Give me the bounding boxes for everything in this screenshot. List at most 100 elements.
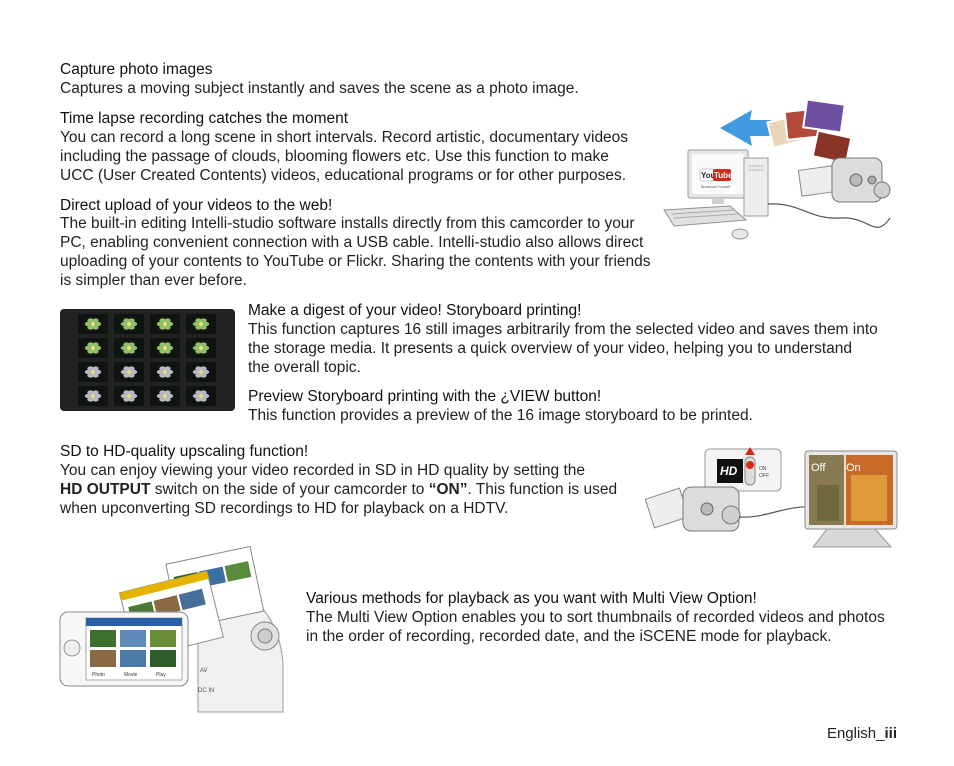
flower-petal [195,349,202,354]
flower-center [126,321,132,327]
heading-capture-photo: Capture photo images [60,61,213,78]
flower-center [90,369,96,375]
photo-thumbnails-icon [766,100,853,165]
flower-petal [128,342,135,347]
hd-line-2-mid: switch on the side of your camcorder to [150,481,429,498]
flower-petal [164,342,171,347]
flower-petal [200,325,207,330]
flower-center [126,393,132,399]
youtube-logo-you: You [701,171,716,180]
tab-movie: Movie [124,672,138,678]
flower-petal [92,373,99,378]
flower-center [162,369,168,375]
youtube-tagline: Broadcast Yourself [701,185,730,189]
flower-petal [164,366,171,371]
flower-petal [164,397,171,402]
tab-photo: Photo [92,672,105,678]
flower-petal [200,390,207,395]
flower-center [90,321,96,327]
multi-view-thumbnail [90,650,116,667]
text-hd-line-3: when upconverting SD recordings to HD fo… [60,500,509,517]
flower-petal [92,397,99,402]
flower-center [198,345,204,351]
flower-petal [200,318,207,323]
flower-petal [92,342,99,347]
flower-petal [87,325,94,330]
flower-petal [94,321,102,327]
flower-petal [192,321,200,327]
flower-petal [87,342,94,347]
hd-output-label: HD OUTPUT [60,481,151,498]
text-upload-line-3: uploading of your contents to YouTube or… [60,253,651,270]
flower-petal [123,342,130,347]
hd-logo-text: HD [720,464,738,478]
text-multi-view-line-1: The Multi View Option enables you to sor… [306,609,885,626]
flower-petal [130,345,138,351]
heading-preview-storyboard: Preview Storyboard printing with the ¿VI… [248,388,602,405]
flower-center [198,393,204,399]
text-storyboard-line-3: the overall topic. [248,359,361,376]
switch-off-label: OFF [759,473,769,479]
flower-petal [195,373,202,378]
flower-petal [123,366,130,371]
hd-output-illustration: HD ON OFF Off On [645,447,898,548]
flower-petal [92,318,99,323]
flower-center [126,369,132,375]
flower-petal [195,366,202,371]
flower-petal [159,397,166,402]
flower-petal [195,390,202,395]
multi-view-thumbnail [90,630,116,647]
flower-petal [87,373,94,378]
flower-center [90,393,96,399]
flower-petal [123,349,130,354]
flower-petal [130,369,138,375]
upload-arrow-icon [720,110,772,146]
hd-on-label: “ON” [428,481,468,498]
av-port-label: AV [200,668,208,674]
flower-petal [87,397,94,402]
page-number: iii [884,725,897,742]
flower-petal [123,397,130,402]
flower-petal [202,321,210,327]
flower-petal [192,345,200,351]
dc-in-port-label: DC IN [198,688,214,694]
camcorder-icon [797,157,891,203]
flower-petal [123,390,130,395]
flower-petal [84,393,92,399]
flower-petal [128,397,135,402]
flower-petal [130,321,138,327]
heading-direct-upload: Direct upload of your videos to the web! [60,197,333,214]
flower-petal [159,390,166,395]
camcorder-icon [645,486,741,532]
flower-petal [92,366,99,371]
pc-youtube-upload-illustration: You Tube Broadcast Yourself [663,100,891,240]
flower-petal [128,349,135,354]
flower-petal [195,397,202,402]
flower-petal [92,349,99,354]
flower-petal [195,318,202,323]
flower-petal [156,321,164,327]
tv-on-label: On [846,462,861,474]
flower-petal [94,393,102,399]
switch-on-label: ON [759,466,767,472]
flower-petal [164,349,171,354]
hdtv-icon: Off On [804,450,898,548]
heading-storyboard: Make a digest of your video! Storyboard … [248,302,582,319]
flower-petal [92,325,99,330]
flower-petal [200,366,207,371]
page-footer: English_iii [827,724,897,743]
flower-center [198,369,204,375]
text-capture-photo: Captures a moving subject instantly and … [60,80,579,97]
tab-play: Play [156,672,166,678]
flower-center [198,321,204,327]
text-multi-view-line-2: in the order of recording, recorded date… [306,628,832,645]
flower-petal [159,373,166,378]
text-upload-line-4: is simpler than ever before. [60,272,247,289]
text-upload-line-1: The built-in editing Intelli-studio soft… [60,215,635,232]
flower-petal [195,325,202,330]
flower-petal [120,369,128,375]
hd-line-2-end: . This function is used [467,481,618,498]
text-storyboard-line-2: the storage media. It presents a quick o… [248,340,852,357]
flower-petal [87,390,94,395]
flower-petal [128,318,135,323]
